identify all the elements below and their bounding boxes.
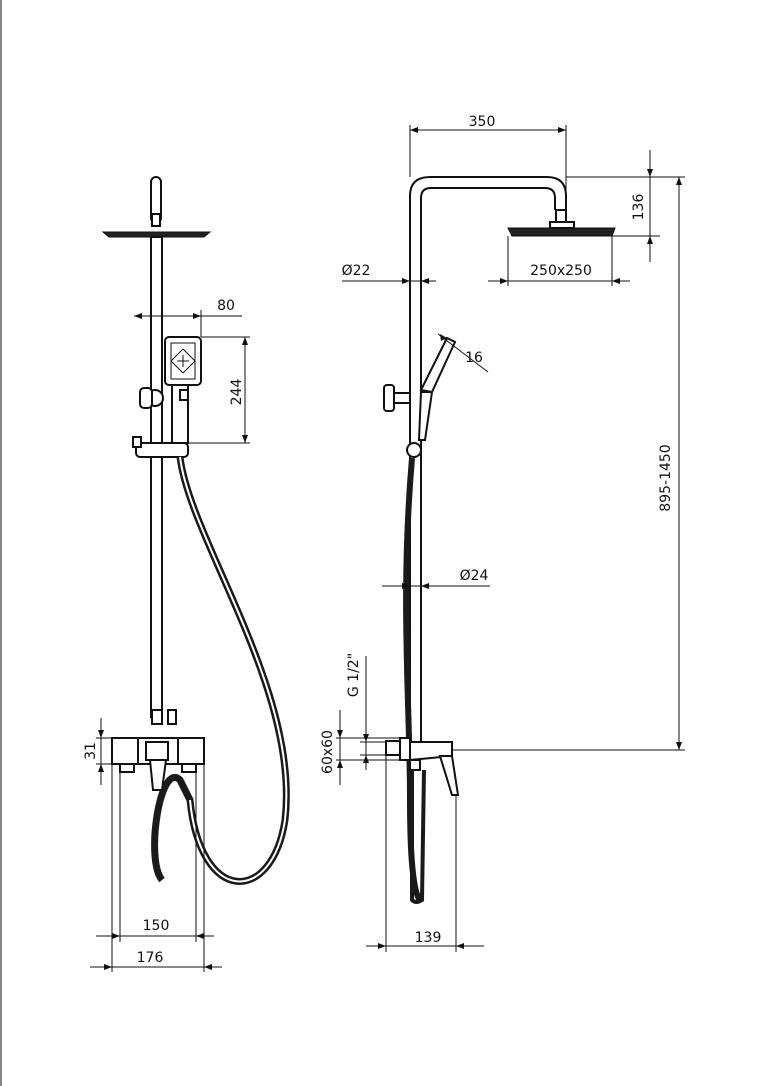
dim-thread: G 1/2" <box>346 653 362 697</box>
dim-mixer-height: 31 <box>83 742 99 760</box>
front-hand-shower-nozzles <box>170 342 196 380</box>
side-rain-head <box>507 227 616 237</box>
front-mixer-spout <box>148 759 168 791</box>
dim-head-size: 250x250 <box>530 263 592 279</box>
front-hand-shower-clip <box>179 389 189 401</box>
front-main-rail <box>150 236 163 718</box>
side-wall-plate <box>399 737 411 761</box>
front-rain-head <box>101 231 212 238</box>
front-mixer-right-cap <box>177 737 205 765</box>
front-mixer-left-connector <box>119 763 135 773</box>
side-arm-inner <box>420 187 556 745</box>
side-arm-outer <box>409 176 567 745</box>
dim-projection: 139 <box>415 930 442 946</box>
front-slider-holder <box>135 442 189 458</box>
front-hose <box>151 456 290 885</box>
dim-arm-diameter: Ø22 <box>342 263 371 279</box>
dim-mixer-width: 176 <box>137 950 164 966</box>
dim-inlet-spacing: 150 <box>143 918 170 934</box>
dim-head-height: 136 <box>631 194 647 221</box>
side-wall-connector <box>385 740 401 756</box>
side-hand-shower-head <box>419 336 457 394</box>
front-rail-base <box>151 709 163 725</box>
dim-rail-diameter: Ø24 <box>460 568 489 584</box>
side-hose-connector <box>409 759 421 771</box>
side-diverter-stem <box>393 392 411 404</box>
dim-total-height: 895-1450 <box>658 444 674 511</box>
front-mixer-center <box>145 741 169 761</box>
side-lower-hose <box>410 769 426 904</box>
side-view: 350 136 Ø22 250x250 16 895-1450 <box>320 114 685 952</box>
front-mixer-left-cap <box>111 737 139 765</box>
front-slider-knob <box>132 436 142 448</box>
front-mixer-right-connector <box>181 763 197 773</box>
dim-hand-shower-angle: 16 <box>465 350 483 366</box>
front-view: 80 244 31 150 176 <box>83 176 290 972</box>
dim-hand-shower-height: 244 <box>229 379 245 406</box>
front-head-connector <box>151 213 161 227</box>
side-diverter-knob <box>383 384 395 412</box>
dim-arm-length: 350 <box>469 114 496 130</box>
front-hose-highlight <box>179 456 288 883</box>
side-head-connector <box>555 209 567 223</box>
side-mixer-lever <box>438 755 460 796</box>
side-slider-ball <box>406 442 422 458</box>
side-head-ball <box>549 221 575 229</box>
dim-wall-plate: 60x60 <box>320 730 336 774</box>
side-hand-shower-handle <box>417 391 434 441</box>
dim-hand-shower-width: 80 <box>217 298 235 314</box>
front-diverter-pin <box>167 709 177 725</box>
front-diverter-cap <box>139 387 153 409</box>
